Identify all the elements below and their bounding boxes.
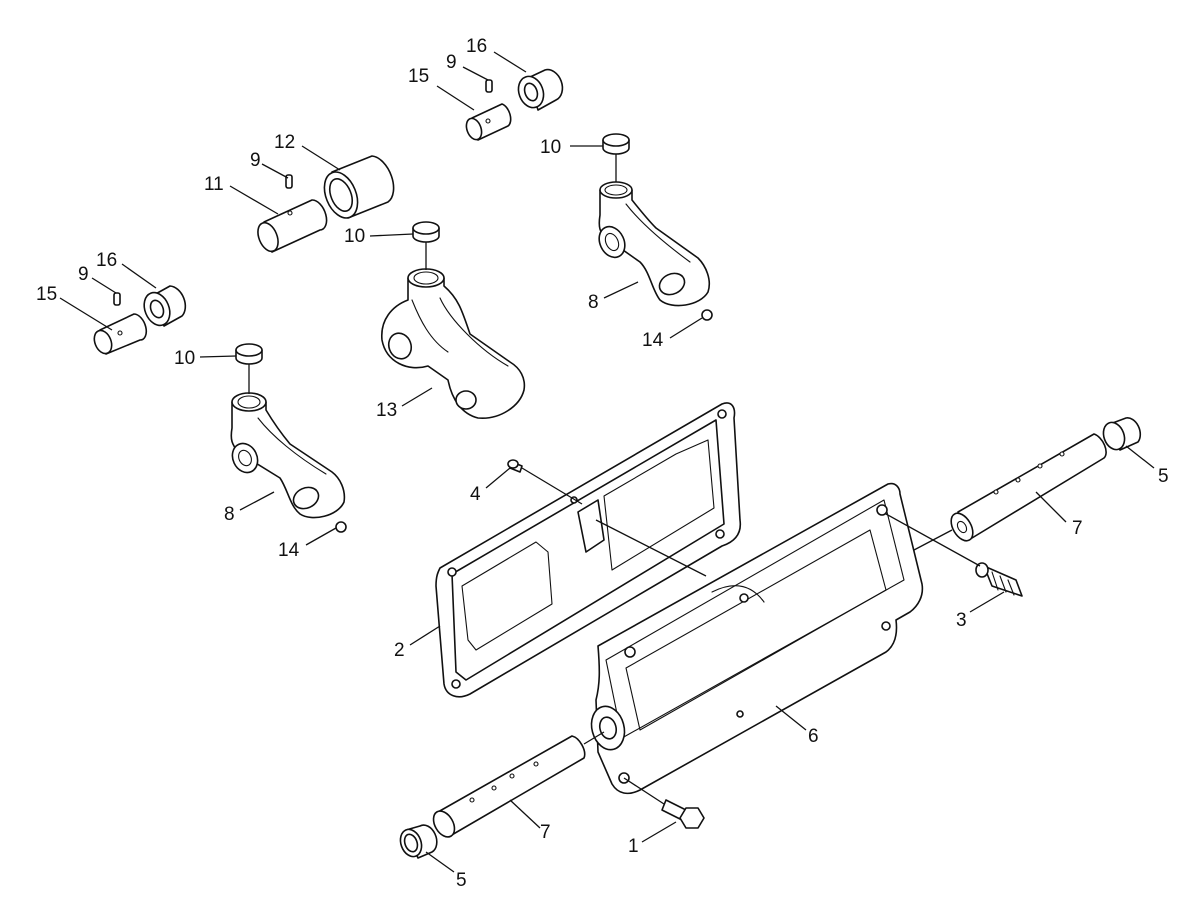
callout-16-left: 16 [96, 250, 117, 271]
part-2-gasket [435, 402, 742, 698]
part-5-plug-right [1102, 417, 1142, 451]
part-14-ball-right [701, 309, 713, 321]
part-8-rocker-arm-right [598, 181, 711, 307]
callout-8-left: 8 [224, 504, 235, 525]
callout-3: 3 [956, 610, 967, 631]
callout-5-bottom: 5 [456, 870, 467, 891]
callout-10-left: 10 [174, 348, 195, 369]
callout-13: 13 [376, 400, 397, 421]
callout-7-bottom: 7 [540, 822, 551, 843]
callout-10-middle: 10 [344, 226, 365, 247]
part-11-pin [257, 199, 328, 253]
part-9-dowel-top [485, 79, 493, 93]
callout-9-top: 9 [446, 52, 457, 73]
part-9-dowel-left [113, 292, 121, 306]
part-7-shaft-bottom [432, 735, 586, 838]
part-3-stud [975, 562, 1023, 597]
callout-12: 12 [274, 132, 295, 153]
callout-16-top: 16 [466, 36, 487, 57]
part-1-bolt [661, 799, 705, 829]
part-14-ball-left [335, 521, 347, 533]
part-16-bushing-top [517, 68, 564, 111]
callout-1: 1 [628, 836, 639, 857]
part-10-cap-left [235, 343, 263, 365]
callout-5-right: 5 [1158, 466, 1169, 487]
part-6-cover-bracket [590, 482, 924, 795]
part-4-screw [507, 459, 523, 473]
leader-lines [59, 51, 1155, 873]
part-16-bushing-left [143, 285, 187, 327]
part-7-shaft-right [950, 433, 1107, 542]
callout-9-middle: 9 [250, 150, 261, 171]
callout-14-right: 14 [642, 330, 664, 351]
part-12-bushing [323, 155, 395, 219]
callout-15-top: 15 [408, 66, 429, 87]
callout-15-left: 15 [36, 284, 57, 305]
callout-2: 2 [394, 640, 405, 661]
callout-7-right: 7 [1072, 518, 1083, 539]
callout-10-right: 10 [540, 137, 561, 158]
part-10-cap-right [602, 133, 630, 155]
callout-9-left: 9 [78, 264, 89, 285]
callout-4: 4 [470, 484, 481, 505]
part-15-pin-left [93, 313, 148, 355]
part-13-rocker-arm-large [381, 268, 526, 419]
part-5-ring-bottom [399, 824, 438, 859]
callout-6: 6 [808, 726, 819, 747]
part-8-rocker-arm-left [230, 392, 346, 519]
part-15-pin-top [465, 103, 512, 141]
callout-14-left: 14 [278, 540, 300, 561]
callout-8-right: 8 [588, 292, 599, 313]
part-10-cap-middle [412, 221, 440, 243]
callout-numbers: 15 9 16 10 8 14 11 9 12 10 13 15 9 16 10… [36, 36, 1169, 891]
callout-11: 11 [204, 174, 224, 195]
